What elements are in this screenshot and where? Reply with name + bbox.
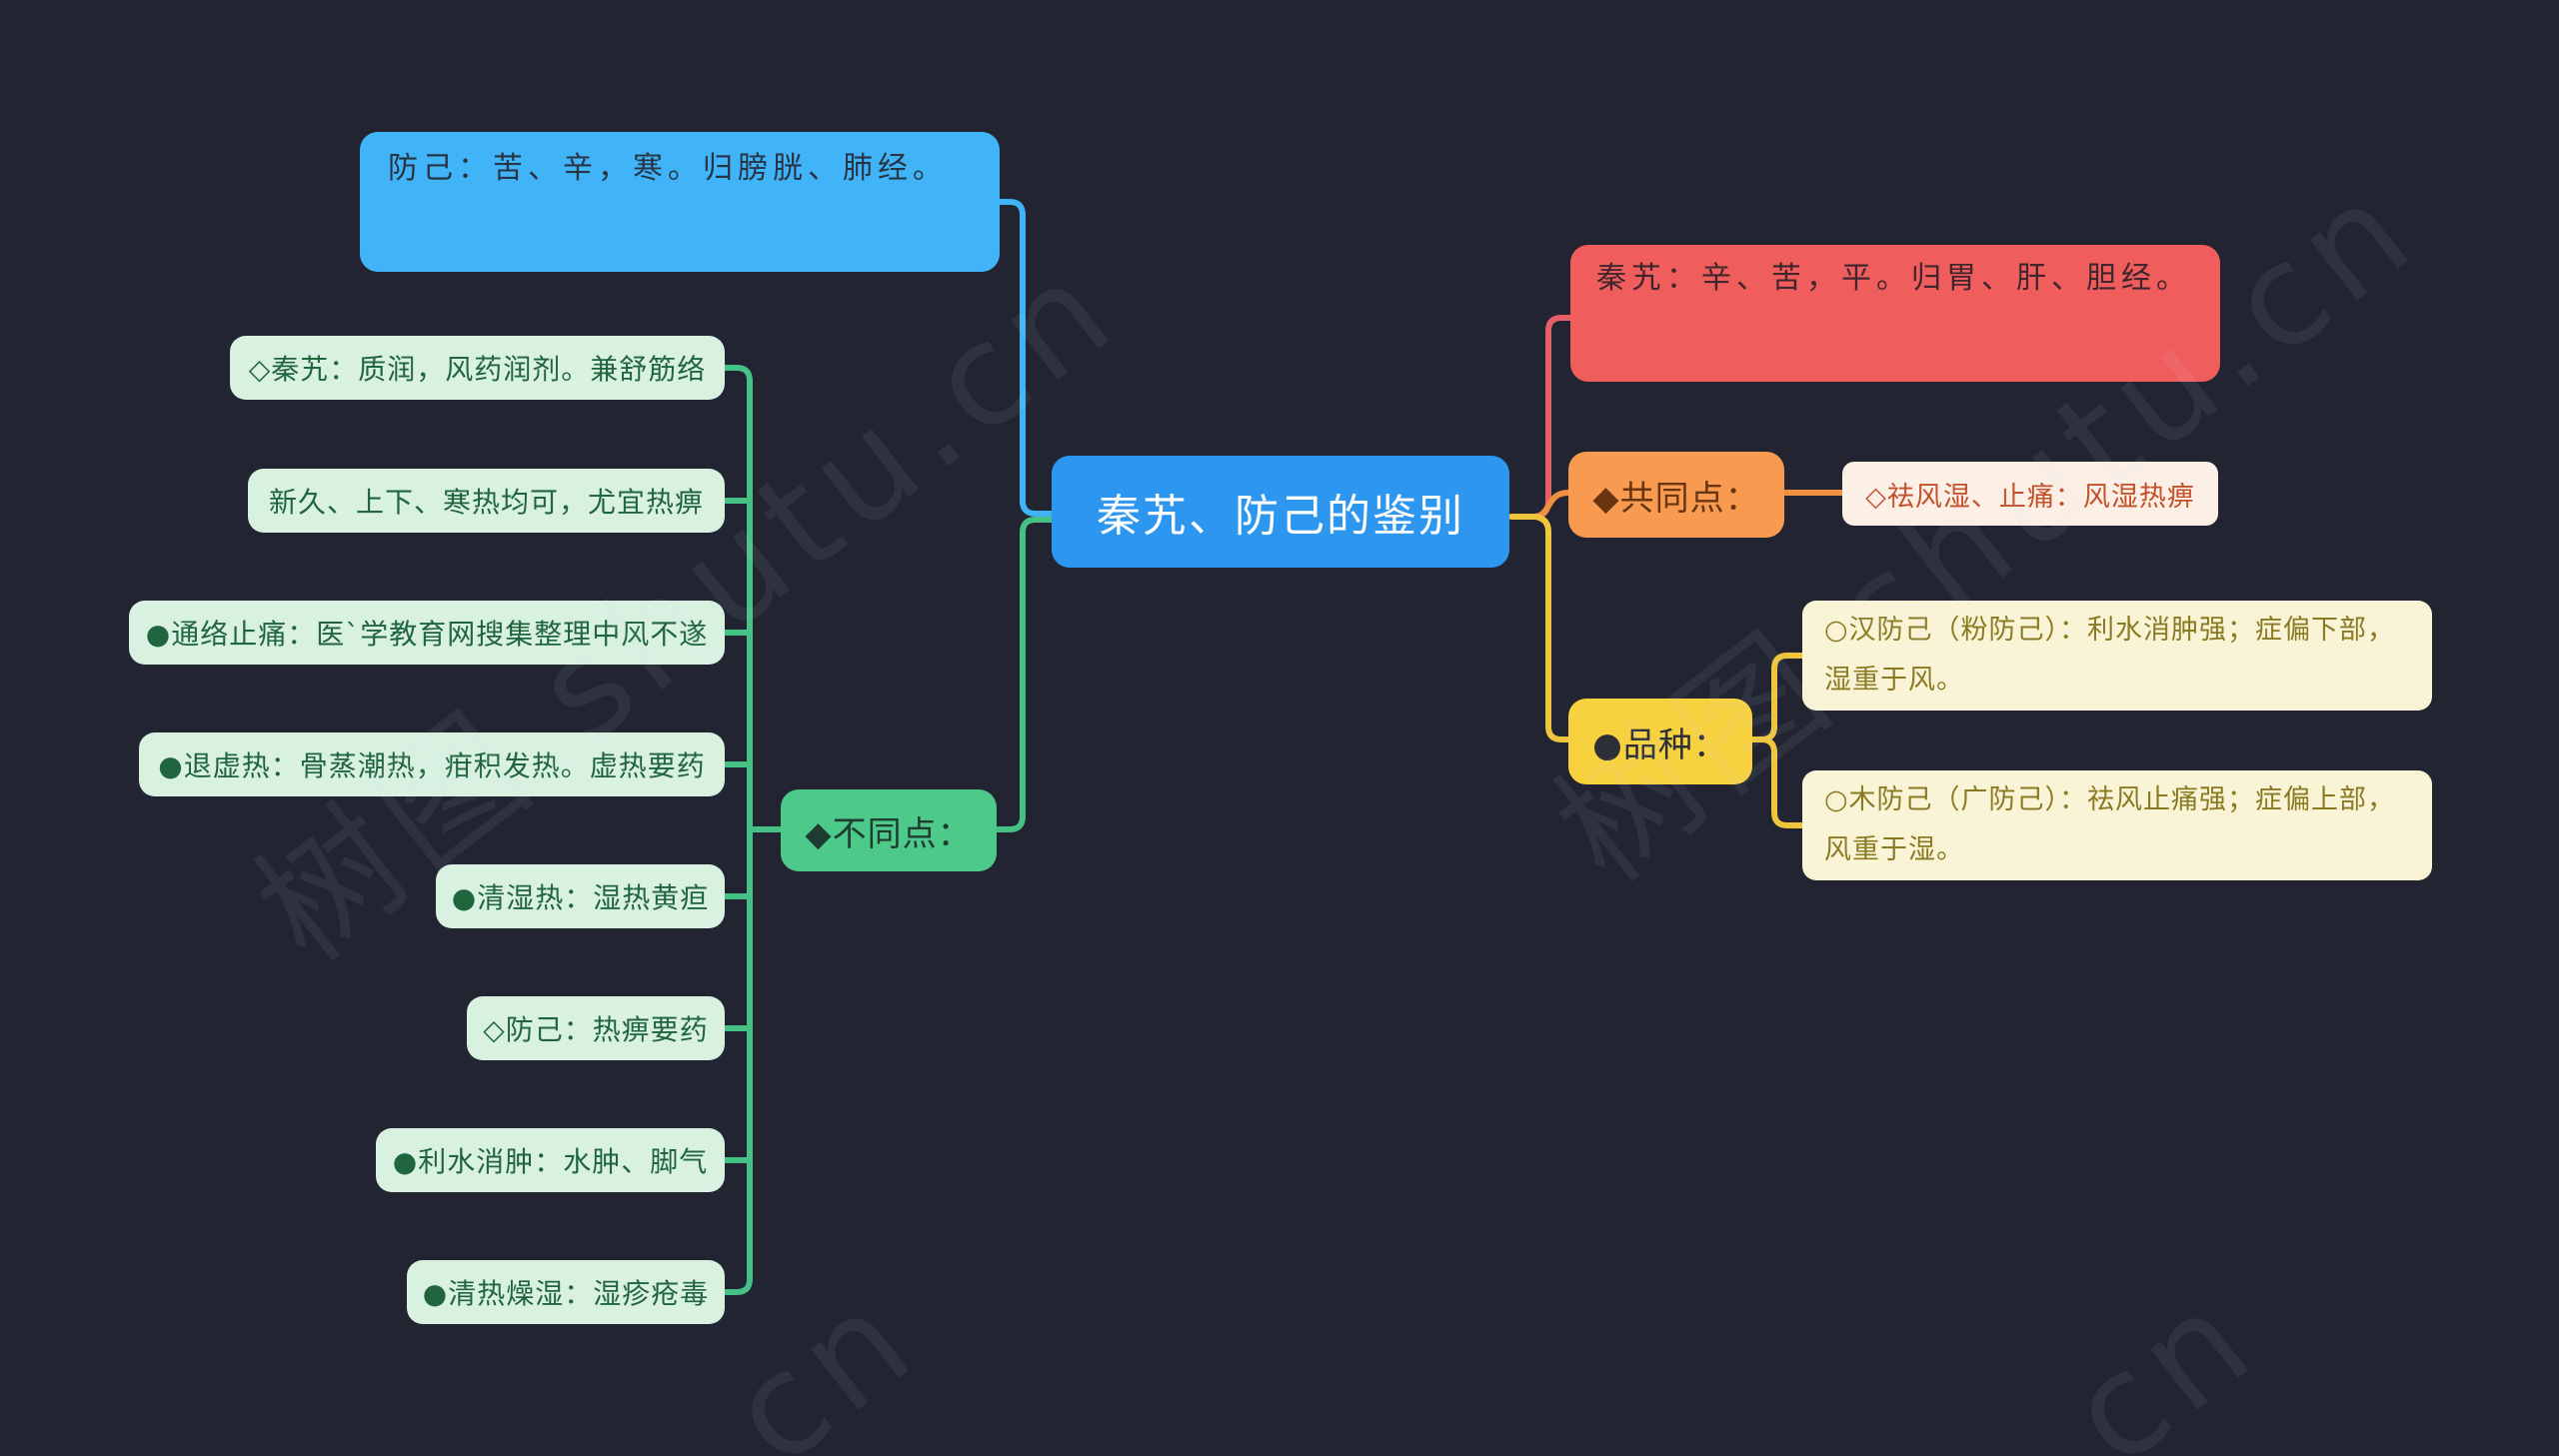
node-common-points[interactable]: ◆共同点： [1568,452,1784,538]
node-diff-item-3[interactable]: ●通络止痛：医`学教育网搜集整理中风不遂 [129,601,725,665]
node-diff-item-8[interactable]: ●清热燥湿：湿疹疮毒 [407,1260,725,1324]
node-diff-points[interactable]: ◆不同点： [781,789,997,871]
node-diff-item-7[interactable]: ●利水消肿：水肿、脚气 [376,1128,725,1192]
edge-diff-root [993,517,1057,832]
edge-root-qinjiao [1532,315,1573,520]
diff-item-3-text: ●通络止痛：医`学教育网搜集整理中风不遂 [145,618,709,651]
variety-label: ●品种： [1592,725,1728,765]
node-root-title[interactable]: 秦艽、防己的鉴别 [1052,456,1509,568]
node-variety[interactable]: ●品种： [1568,699,1752,784]
diff-item-2-text: 新久、上下、寒热均可，尤宜热痹 [268,486,704,519]
node-diff-item-1[interactable]: ◇秦艽：质润，风药润剂。兼舒筋络 [230,336,725,400]
node-variety-hanfangji[interactable]: ○汉防己（粉防己）：利水消肿强；症偏下部，湿重于风。 [1802,601,2432,711]
node-diff-item-6[interactable]: ◇防己：热痹要药 [467,996,725,1060]
root-title-text: 秦艽、防己的鉴别 [1097,491,1464,542]
diff-item-4-text: ●退虚热：骨蒸潮热，疳积发热。虚热要药 [158,749,706,782]
diff-points-label: ◆不同点： [805,813,973,854]
node-diff-item-5[interactable]: ●清湿热：湿热黄疸 [436,864,725,928]
edge-fangji-root [997,199,1057,517]
node-common-detail[interactable]: ◇祛风湿、止痛：风湿热痹 [1842,462,2218,526]
node-variety-mufangji[interactable]: ○木防己（广防己）：祛风止痛强；症偏上部，风重于湿。 [1802,770,2432,880]
diff-item-6-text: ◇防己：热痹要药 [483,1013,709,1046]
diff-item-8-text: ●清热燥湿：湿疹疮毒 [422,1277,710,1310]
edge-diff-trunk [722,365,753,1295]
diff-item-1-text: ◇秦艽：质润，风药润剂。兼舒筋络 [248,353,707,386]
node-diff-item-4[interactable]: ●退虚热：骨蒸潮热，疳积发热。虚热要药 [139,732,725,796]
edge-root-variety [1532,514,1571,742]
diff-item-5-text: ●清湿热：湿热黄疸 [451,881,710,914]
node-qinjiao-property[interactable]: 秦艽：辛、苦，平。归胃、肝、胆经。 [1570,245,2220,382]
qinjiao-property-text: 秦艽：辛、苦，平。归胃、肝、胆经。 [1596,261,2191,296]
fangji-property-text: 防己：苦、辛，寒。归膀胱、肺经。 [388,151,948,186]
edge-variety-mu [1749,736,1805,828]
diff-item-7-text: ●利水消肿：水肿、脚气 [392,1145,709,1178]
common-points-label: ◆共同点： [1592,478,1760,519]
node-diff-item-2[interactable]: 新久、上下、寒热均可，尤宜热痹 [248,469,725,533]
common-detail-text: ◇祛风湿、止痛：风湿热痹 [1865,481,2195,513]
edge-root-common [1532,490,1571,520]
variety-hanfangji-text: ○汉防己（粉防己）：利水消肿强；症偏下部，湿重于风。 [1824,615,2396,696]
variety-mufangji-text: ○木防己（广防己）：祛风止痛强；症偏上部，风重于湿。 [1824,784,2396,865]
node-fangji-property[interactable]: 防己：苦、辛，寒。归膀胱、肺经。 [360,132,1000,272]
edge-variety-han [1749,653,1805,742]
